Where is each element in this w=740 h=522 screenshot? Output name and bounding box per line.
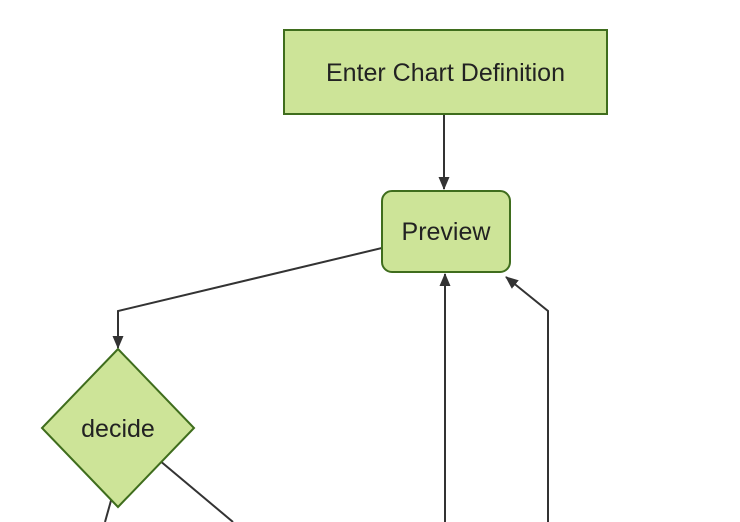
node-decide-diamond [40, 347, 196, 509]
edge-decide-to-offscreen-left [104, 496, 113, 522]
node-decide-label: decide [81, 415, 155, 443]
edge-decide-to-offscreen-right [158, 459, 234, 522]
edge-preview-to-decide [112, 247, 383, 349]
node-enter-chart-definition: Enter Chart Definition [283, 29, 608, 115]
edge-offscreen-right-to-preview [505, 276, 549, 522]
node-preview-box [381, 190, 511, 273]
node-preview: Preview [381, 190, 511, 273]
node-enter-chart-definition-label: Enter Chart Definition [326, 59, 565, 87]
node-enter-chart-definition-box [283, 29, 608, 115]
node-preview-label: Preview [402, 218, 492, 246]
node-decide: decide [40, 347, 196, 509]
